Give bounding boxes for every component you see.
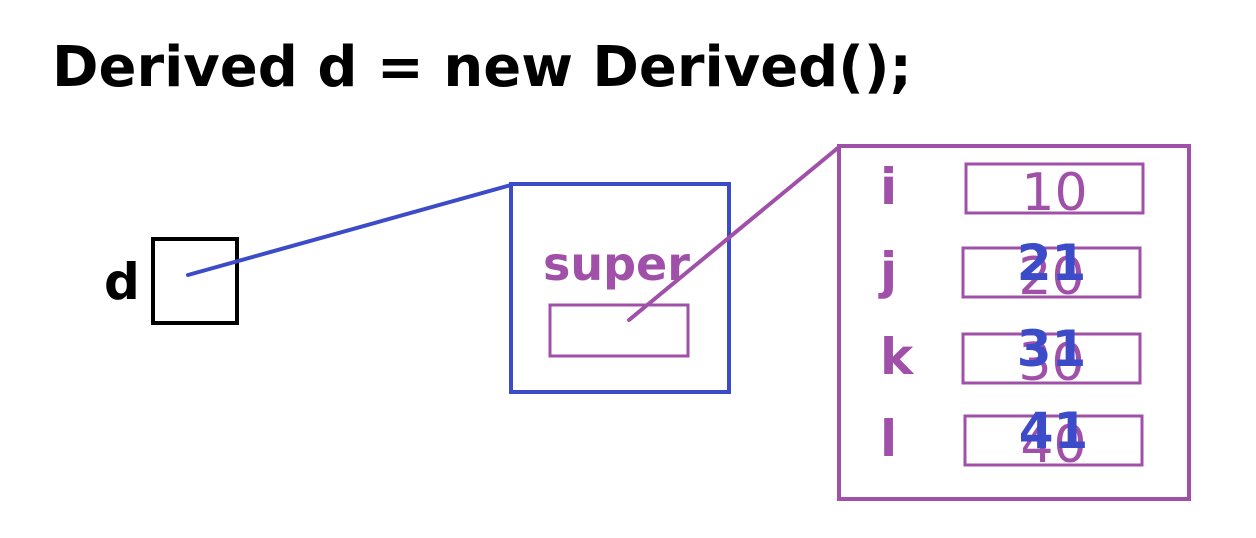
reference-line-super-to-base (627, 145, 841, 322)
field-name-k: k (880, 328, 915, 386)
field-new-value-j: 21 (1017, 234, 1087, 292)
variable-label: d (104, 253, 140, 311)
base-object-box (837, 144, 1191, 501)
variable-box (151, 237, 239, 325)
field-old-value-j: 20 (1018, 247, 1084, 307)
field-old-value-l: 40 (1020, 415, 1086, 475)
field-old-value-k: 30 (1018, 333, 1084, 393)
field-value-box-i (964, 162, 1145, 215)
field-new-value-l: 41 (1019, 402, 1089, 460)
field-old-value-i: 10 (1021, 163, 1087, 223)
field-name-j: j (878, 242, 897, 300)
field-value-box-k (961, 332, 1142, 385)
field-value-box-j (961, 246, 1142, 299)
super-label: super (543, 237, 690, 291)
field-name-l: l (880, 410, 897, 468)
super-slot-box (548, 303, 690, 358)
field-name-i: i (880, 158, 897, 216)
reference-line-d-to-derived (186, 183, 513, 277)
field-value-box-l (963, 414, 1144, 467)
derived-object-box (509, 182, 731, 394)
code-statement: Derived d = new Derived(); (52, 35, 912, 100)
field-new-value-k: 31 (1017, 320, 1087, 378)
